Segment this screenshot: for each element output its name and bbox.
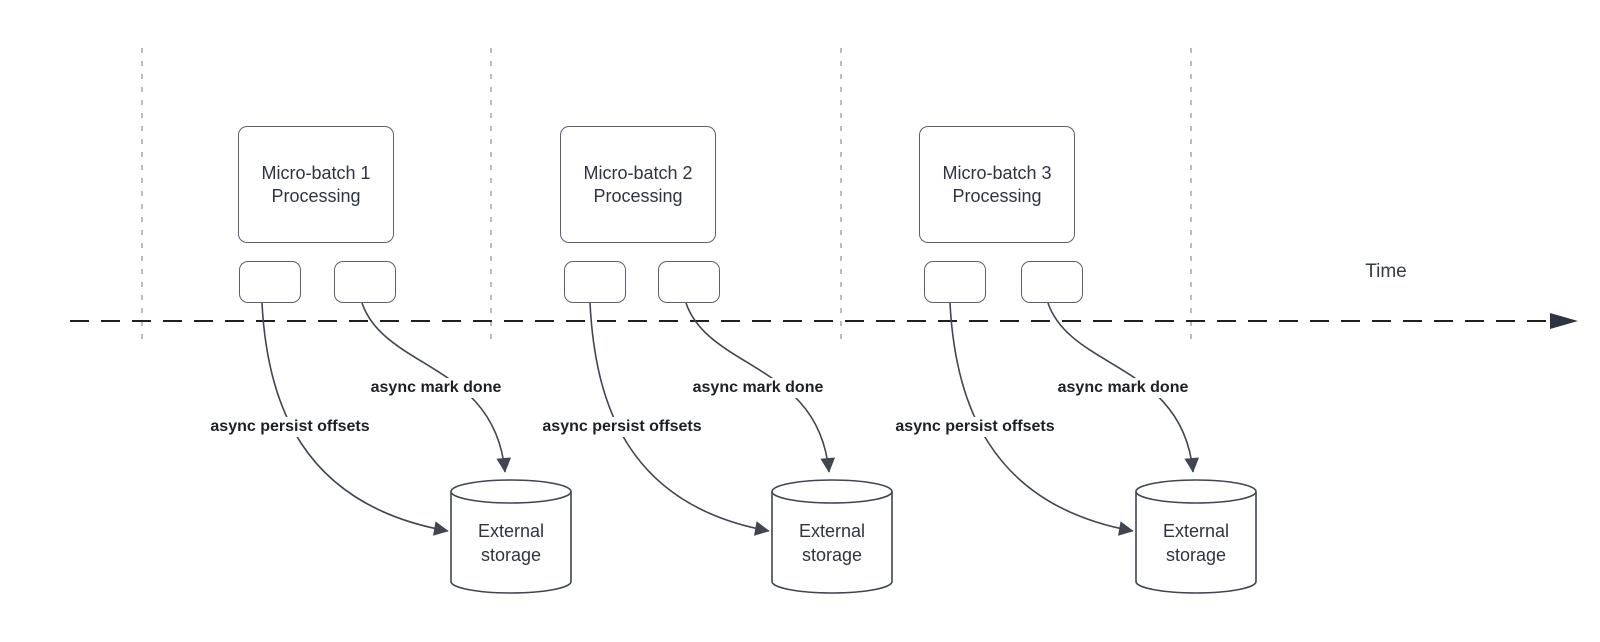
mark-done-label-2: async mark done <box>689 378 827 398</box>
microbatch-2-done-task-box <box>658 261 720 303</box>
mark-done-arrow-2 <box>685 302 836 473</box>
microbatch-2-persist-task-box <box>564 261 626 303</box>
microbatch-1-persist-task-box <box>239 261 301 303</box>
microbatch-3-done-task-box <box>1021 261 1083 303</box>
external-storage-label-1: External storage <box>477 521 545 565</box>
mark-done-label-3: async mark done <box>1054 378 1192 398</box>
microbatch-3-processing-box: Micro-batch 3 Processing <box>919 126 1075 243</box>
mark-done-arrow-3 <box>1047 302 1200 473</box>
persist-offsets-arrow-2 <box>589 302 770 536</box>
persist-offsets-label-3: async persist offsets <box>892 417 1058 437</box>
external-storage-cylinder-3 <box>1135 479 1257 594</box>
persist-offsets-arrow-3 <box>949 302 1134 536</box>
external-storage-cylinder-1 <box>450 479 572 594</box>
persist-offsets-arrow-1 <box>261 302 449 536</box>
external-storage-cylinder-2 <box>771 479 893 594</box>
persist-offsets-label-1: async persist offsets <box>207 417 373 437</box>
microbatch-3-persist-task-box <box>924 261 986 303</box>
microbatch-2-processing-box: Micro-batch 2 Processing <box>560 126 716 243</box>
time-axis-arrowhead-icon <box>1550 313 1578 329</box>
external-storage-label-2: External storage <box>798 521 866 565</box>
external-storage-label-3: External storage <box>1162 521 1230 565</box>
time-axis-label: Time <box>1365 261 1407 282</box>
persist-offsets-label-2: async persist offsets <box>539 417 705 437</box>
microbatch-1-processing-box: Micro-batch 1 Processing <box>238 126 394 243</box>
mark-done-arrow-1 <box>361 302 512 473</box>
mark-done-label-1: async mark done <box>367 378 505 398</box>
microbatch-1-done-task-box <box>334 261 396 303</box>
